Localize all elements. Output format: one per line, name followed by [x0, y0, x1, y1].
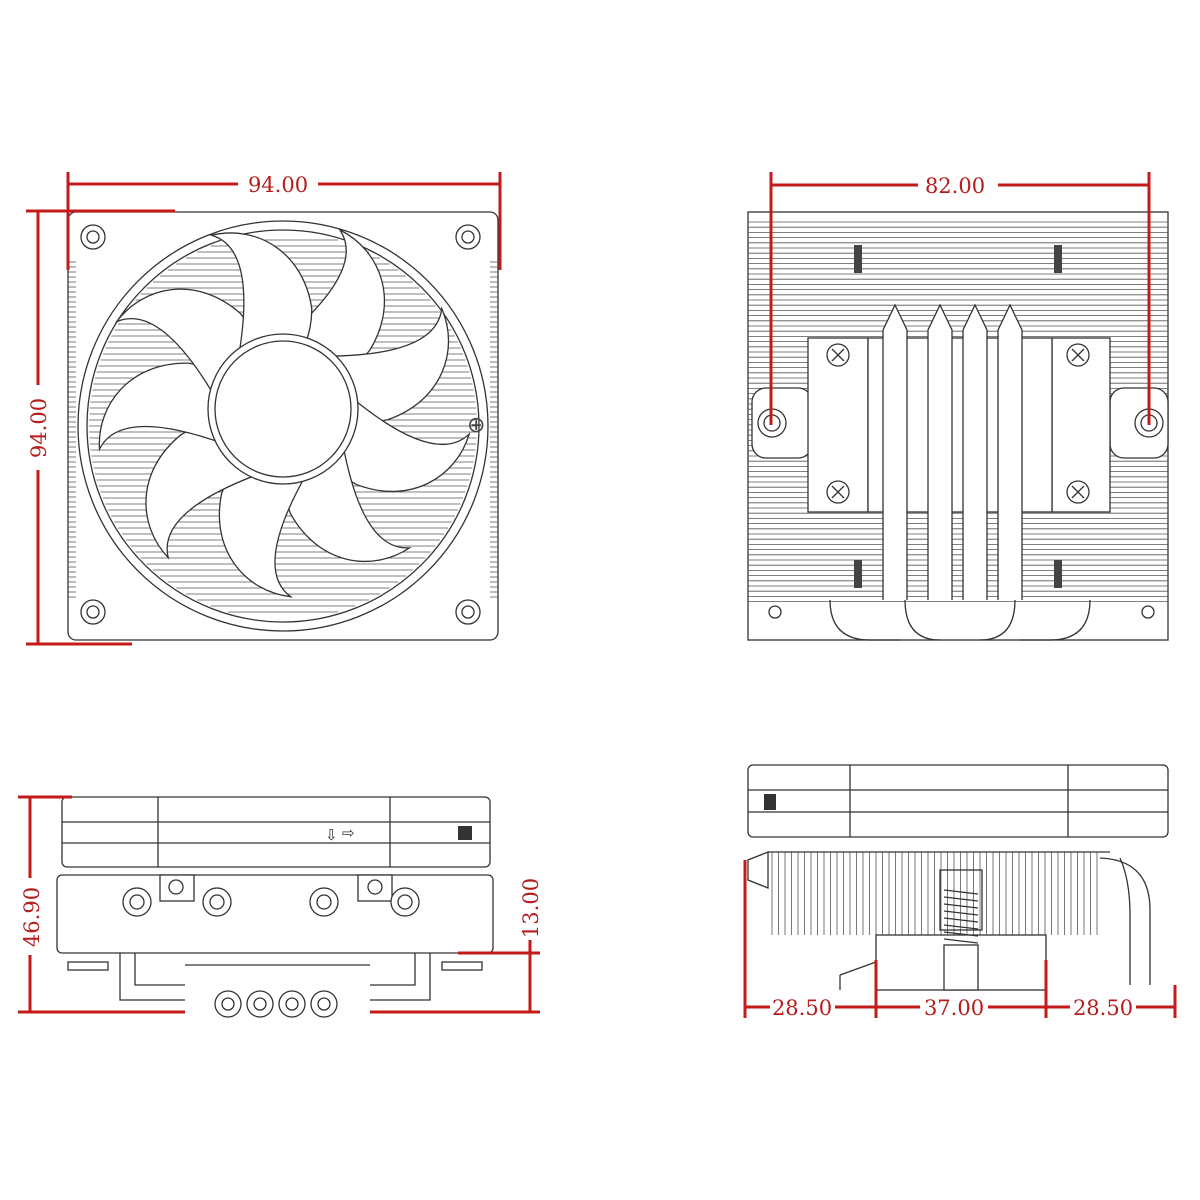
- screw-tab-right: [357, 874, 393, 902]
- side-front-view: ⇩ ⇨: [56, 796, 494, 1018]
- hole-spacing-dimension: 82.00: [769, 172, 1151, 425]
- spring: [854, 560, 862, 588]
- fan-mount-holes: [80, 224, 481, 625]
- heat-pipe: [1099, 857, 1151, 985]
- base-dimensions: 28.50 37.00 28.50: [743, 860, 1177, 1020]
- mount-hole: [1141, 605, 1155, 619]
- fan-height-label: 94.00: [27, 398, 51, 458]
- fan-width-label: 94.00: [248, 173, 308, 197]
- hole-spacing-label: 82.00: [925, 174, 985, 198]
- heat-pipe-end: [214, 990, 242, 1018]
- heat-pipe: [927, 303, 953, 600]
- heat-pipe: [997, 303, 1023, 600]
- mount-hole: [455, 224, 481, 250]
- heat-pipe-end: [246, 990, 274, 1018]
- fan-side: [61, 796, 491, 868]
- fan-height-dimension: 94.00: [26, 209, 175, 646]
- fan-connector: [458, 826, 472, 840]
- spring: [939, 869, 983, 944]
- base-screws: [768, 343, 1155, 619]
- offset-right-label: 28.50: [1073, 996, 1133, 1020]
- heat-pipe-end: [310, 990, 338, 1018]
- arrow-right-icon: ⇨: [342, 824, 355, 842]
- springs: [854, 245, 1062, 588]
- total-height-dimension: 46.90: [18, 795, 540, 1014]
- heat-pipe-end: [309, 887, 339, 917]
- clearance-dimension: 13.00: [458, 878, 543, 1012]
- heat-pipe-end: [202, 887, 232, 917]
- arrow-down-icon: ⇩: [325, 826, 338, 844]
- fan-side: [747, 764, 1169, 838]
- mount-hole: [80, 224, 106, 250]
- heat-pipe-ends: [214, 990, 338, 1018]
- heatsink-side: [56, 874, 494, 954]
- side-right-view: [747, 764, 1169, 991]
- fan-hub: [207, 333, 359, 485]
- heat-pipe: [882, 303, 908, 600]
- total-height-label: 46.90: [20, 887, 44, 947]
- base-width-label: 37.00: [924, 996, 984, 1020]
- spring: [1054, 245, 1062, 273]
- clearance-label: 13.00: [519, 878, 543, 938]
- heatsink-bottom-view: [747, 211, 1169, 641]
- fan-top-view: ⊕: [67, 211, 499, 641]
- heat-pipes: [829, 303, 1091, 641]
- heat-pipe-end: [390, 887, 420, 917]
- fan-width-dimension: 94.00: [66, 172, 502, 270]
- fan-side-fins: [68, 261, 498, 598]
- heat-pipe: [962, 303, 988, 600]
- mount-hole: [455, 599, 481, 625]
- spring: [1054, 560, 1062, 588]
- heat-pipe-end: [278, 990, 306, 1018]
- screw-cross-icon: ⊕: [467, 413, 485, 438]
- heatsink-fins: [768, 851, 1110, 935]
- mount-hole: [768, 605, 782, 619]
- heat-pipe-end: [122, 887, 152, 917]
- screw-tab-left: [159, 874, 195, 902]
- mount-hole: [80, 599, 106, 625]
- spring: [854, 245, 862, 273]
- offset-left-label: 28.50: [772, 996, 832, 1020]
